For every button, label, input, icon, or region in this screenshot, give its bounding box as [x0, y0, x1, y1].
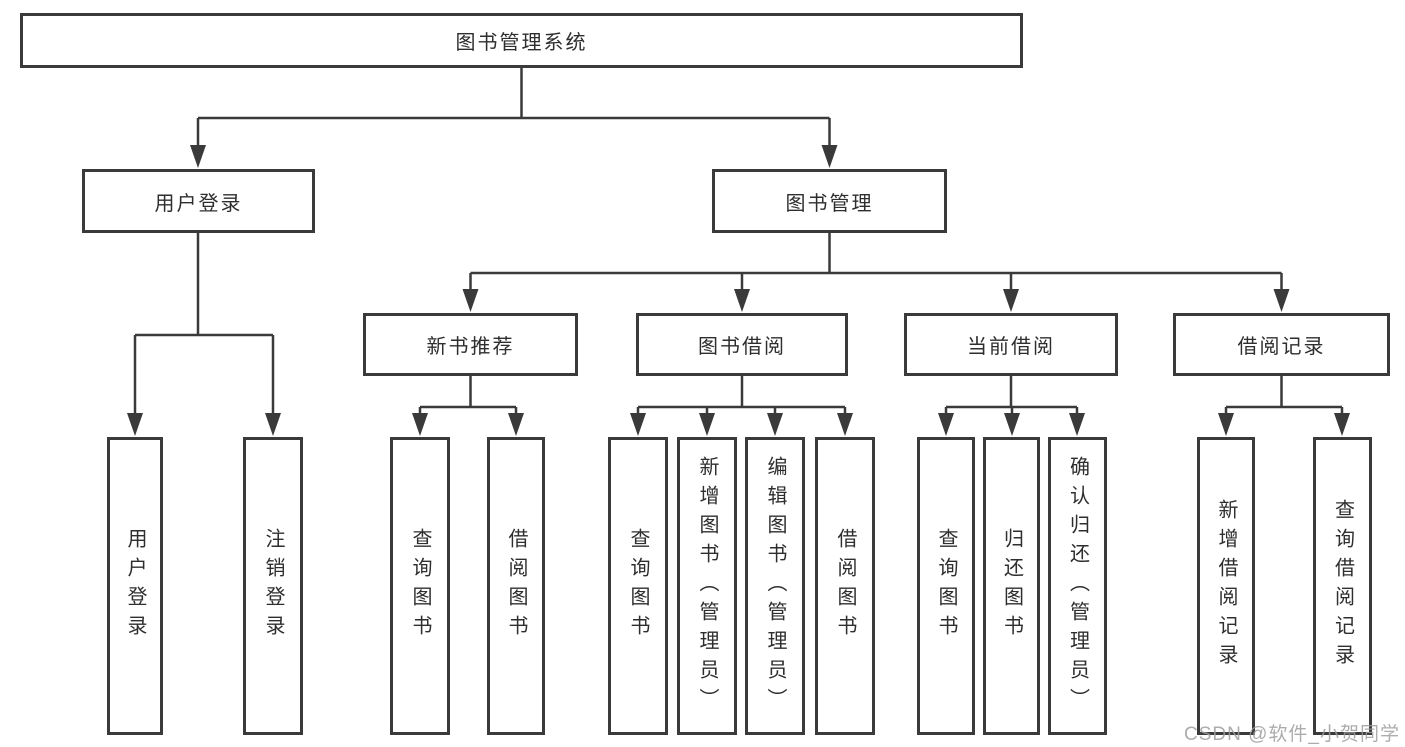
leaf-logout: 注销登录: [243, 437, 303, 735]
leaf-borrow-books-recommend: 借阅图书: [487, 437, 545, 735]
leaf-query-books-recommend: 查询图书: [390, 437, 450, 735]
node-new-book-recommend: 新书推荐: [363, 313, 578, 376]
leaf-add-book-admin: 新增图书（管理员）: [677, 437, 737, 735]
leaf-query-books-borrow: 查询图书: [608, 437, 668, 735]
node-current-borrow: 当前借阅: [904, 313, 1118, 376]
node-user-login: 用户登录: [82, 169, 315, 233]
leaf-query-borrow-record: 查询借阅记录: [1313, 437, 1372, 735]
leaf-return-book: 归还图书: [983, 437, 1040, 735]
node-borrow-records: 借阅记录: [1173, 313, 1390, 376]
leaf-user-login: 用户登录: [107, 437, 163, 735]
leaf-confirm-return-admin: 确认归还（管理员）: [1048, 437, 1107, 735]
node-root: 图书管理系统: [20, 13, 1023, 68]
leaf-add-borrow-record: 新增借阅记录: [1197, 437, 1255, 735]
leaf-query-books-current: 查询图书: [917, 437, 975, 735]
node-book-management: 图书管理: [712, 169, 947, 233]
leaf-edit-book-admin: 编辑图书（管理员）: [745, 437, 805, 735]
watermark: CSDN @软件_小贺同学: [1184, 724, 1400, 745]
leaf-borrow-books-borrow: 借阅图书: [815, 437, 875, 735]
node-book-borrow: 图书借阅: [636, 313, 848, 376]
